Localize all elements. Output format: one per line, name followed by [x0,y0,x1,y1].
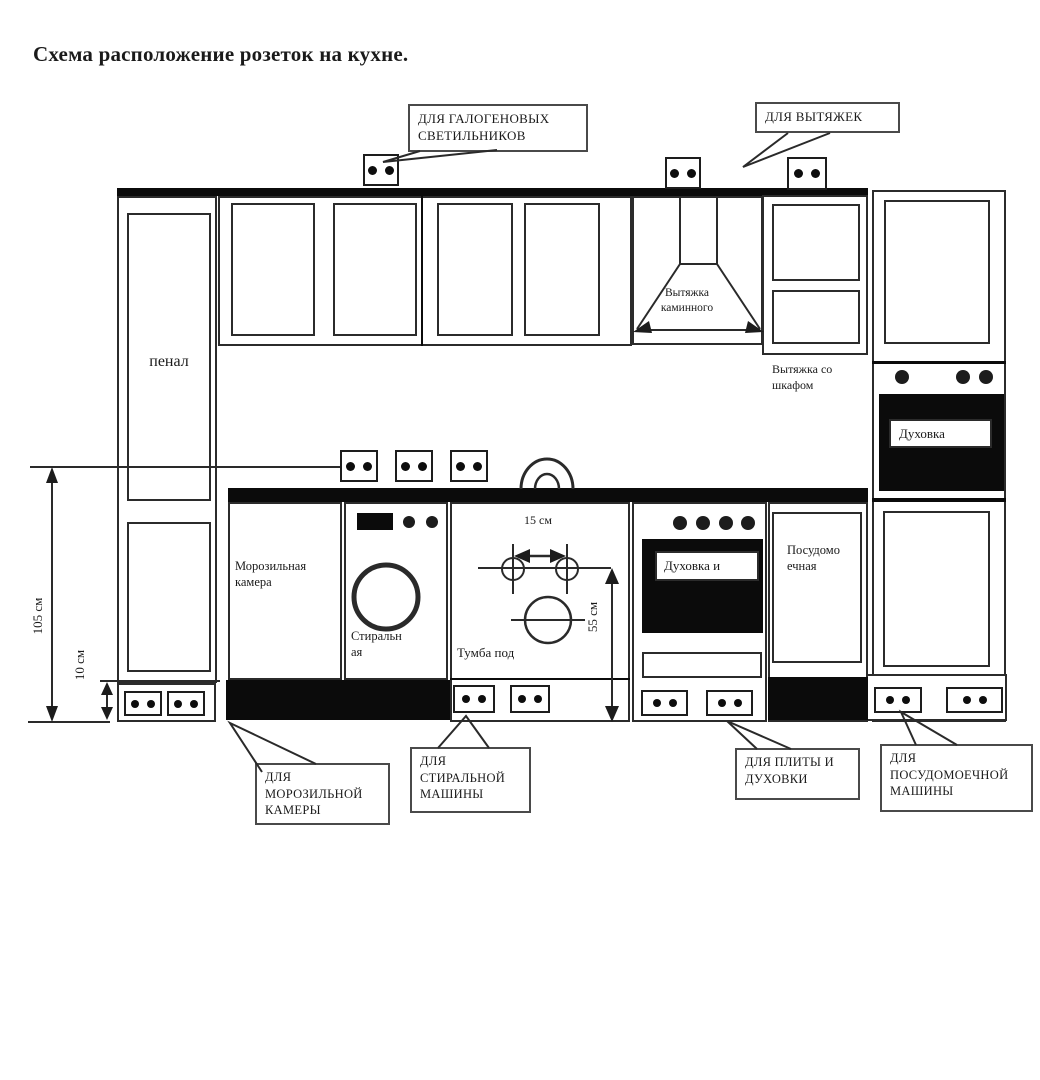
wall-cabinet-divider [421,196,423,346]
penal-upper-door [127,213,211,501]
dim-55cm-label: 55 см [585,601,600,633]
dishwasher-label-line1: Посудомо [787,543,840,557]
hood-cabinet-door-bottom [772,290,860,344]
outlet-socket-penal-1 [124,691,162,716]
callout-stove-line2: ДУХОВКИ [745,771,808,786]
hood-cabinet-label-line2: шкафом [772,377,814,392]
dim-15cm-text: 15 см [524,513,552,527]
freezer-unit [228,502,342,680]
outlet-socket-hood-1 [665,157,701,189]
callout-washer-line1: ДЛЯ [420,754,447,768]
wall-cabinet-top-rail [117,188,868,196]
penal-lower-door [127,522,211,672]
washer-label-line2: ая [351,645,363,660]
hood-cabinet-label: Вытяжка со шкафом [772,362,872,393]
outlet-socket-sink [510,685,550,713]
outlet-socket-dishwasher [874,687,922,713]
dishwasher-plinth [768,677,868,720]
sink-cabinet-label-text: Тумба под [457,645,515,660]
chimney-hood-label-line2: каминного [660,301,714,314]
dim-105cm-label: 105 см [30,597,45,635]
hood-cabinet-door-top [772,204,860,281]
faucet-icon [519,457,575,490]
dishwasher-door [772,512,862,663]
washer-detergent-drawer [357,513,393,530]
callout-dishwasher-line3: МАШИНЫ [890,784,954,798]
wall-cabinet-door-3 [437,203,513,336]
chimney-hood-label: Вытяжка каминного [627,286,747,316]
wall-cabinet-door-1 [231,203,315,336]
outlet-socket-counter-3 [450,450,488,482]
callout-washer-line3: МАШИНЫ [420,787,484,801]
oven-column-counter-line [872,498,1006,502]
wall-cabinet-door-2 [333,203,417,336]
dishwasher-label: Посудомо ечная [787,542,867,575]
dim-10cm-label: 10 см [72,649,87,681]
dim-15cm-label: 15 см [503,513,573,529]
dishwasher-label-line2: ечная [787,559,817,574]
wall-cabinet-door-4 [524,203,600,336]
callout-stove-line1: ДЛЯ ПЛИТЫ И [745,755,834,769]
sink-cabinet-label: Тумба под [457,645,557,662]
chimney-hood-label-line1: Вытяжка [664,287,710,299]
callout-hoods: ДЛЯ ВЫТЯЖЕК [755,102,900,133]
countertop [228,488,868,502]
outlet-socket-halogen [363,154,399,186]
outlet-socket-stove-1 [641,690,688,716]
washer-label-line1: Стиральн [351,629,402,643]
callout-halogen-line2: СВЕТИЛЬНИКОВ [418,128,526,144]
callout-washer: ДЛЯ СТИРАЛЬНОЙ МАШИНЫ [410,747,531,813]
outlet-socket-counter-2 [395,450,433,482]
callout-stove: ДЛЯ ПЛИТЫ И ДУХОВКИ [735,748,860,800]
freezer-washer-plinth [226,680,450,720]
stove-drawer [642,652,762,678]
outlet-socket-hood-2 [787,157,827,190]
oven-column-top-door [884,200,990,344]
oven-column-divider [872,361,1006,364]
chimney-hood-bay [632,196,763,345]
outlet-socket-washer [453,685,495,713]
callout-freezer-line2: МОРОЗИЛЬНОЙ [265,786,363,801]
outlet-socket-right-1 [946,687,1003,713]
callout-freezer-line3: КАМЕРЫ [265,803,321,817]
callout-dishwasher-line2: ПОСУДОМОЕЧНОЙ [890,767,1009,782]
outlet-socket-stove-2 [706,690,753,716]
callout-washer-line2: СТИРАЛЬНОЙ [420,770,506,785]
built-in-oven-label: Духовка [899,426,945,441]
outlet-socket-penal-2 [167,691,205,716]
hood-cabinet-label-line1: Вытяжка со [772,362,833,376]
callout-dishwasher: ДЛЯ ПОСУДОМОЕЧНОЙ МАШИНЫ [880,744,1033,812]
stove-oven-label-box: Духовка и [655,551,759,581]
page-title: Схема расположение розеток на кухне. [33,42,409,66]
callout-freezer-line1: ДЛЯ [265,770,292,784]
freezer-label-line2: камера [235,575,272,590]
callout-stove-tail [726,720,792,750]
freezer-label-line1: Морозильная [235,559,307,573]
callout-halogen-lights: ДЛЯ ГАЛОГЕНОВЫХ СВЕТИЛЬНИКОВ [408,104,588,152]
callout-dishwasher-line1: ДЛЯ [890,751,917,765]
callout-freezer: ДЛЯ МОРОЗИЛЬНОЙ КАМЕРЫ [255,763,390,825]
sink-cabinet-plinth-line [450,678,630,680]
stove-oven-label: Духовка и [664,558,721,573]
penal-label: пенал [127,352,211,373]
freezer-label: Морозильная камера [235,558,340,591]
callout-hoods-label: ДЛЯ ВЫТЯЖЕК [765,109,863,124]
oven-column-base-door [883,511,990,667]
built-in-oven-label-box: Духовка [889,419,992,448]
callout-halogen-line1: ДЛЯ ГАЛОГЕНОВЫХ [418,111,550,126]
outlet-socket-counter-1 [340,450,378,482]
penal-label-text: пенал [149,353,189,370]
washer-label: Стиральн ая [351,628,446,661]
